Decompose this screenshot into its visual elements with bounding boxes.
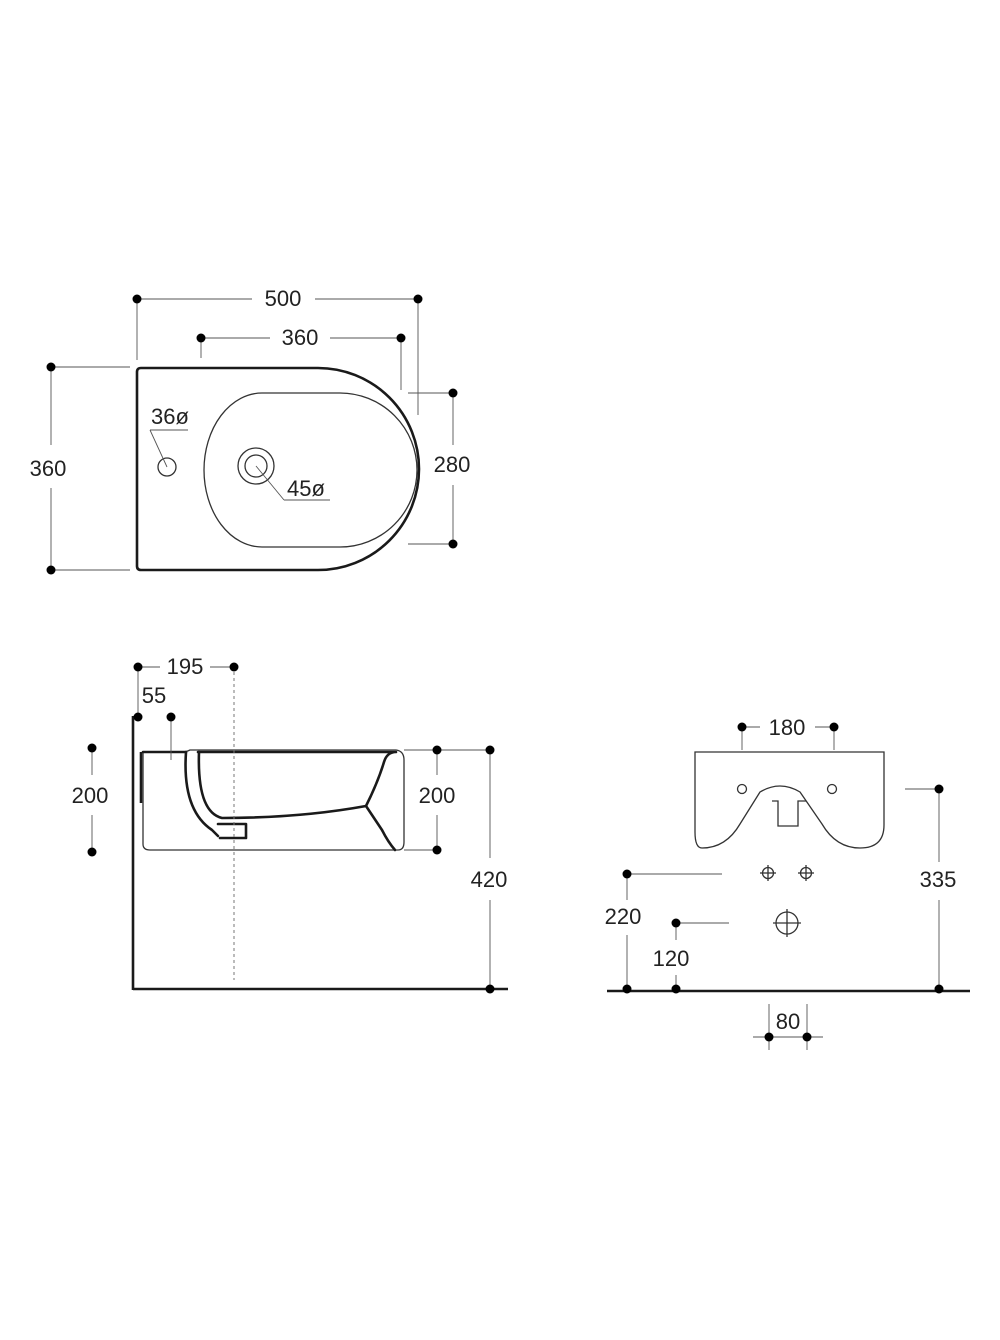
bolt-hole-right [826, 783, 838, 795]
dimension-dot [934, 784, 944, 794]
bowl-width-label: 360 [282, 325, 319, 350]
dimension-dot [396, 333, 406, 343]
bolt-spacing-label: 180 [769, 715, 806, 740]
drain-hole-outer [237, 447, 275, 485]
tap-offset-label: 55 [142, 683, 166, 708]
front-view-outline [694, 751, 885, 849]
dimension-dot [87, 847, 97, 857]
bowl-depth-label: 280 [434, 452, 471, 477]
width-label: 500 [265, 286, 302, 311]
top-view: 500 360 360 280 36ø 45ø [30, 286, 471, 575]
drain-hole-inner [244, 454, 268, 478]
drain-height-label: 120 [653, 946, 690, 971]
dimension-dot [46, 362, 56, 372]
side-view-inner-curve [197, 750, 368, 820]
dimension-dot [46, 565, 56, 575]
dimension-dot [671, 918, 681, 928]
dimension-dot [671, 984, 681, 994]
dimension-dot [432, 745, 442, 755]
dimension-dot [934, 984, 944, 994]
mount-height-label: 420 [471, 867, 508, 892]
supply-spacing-label: 80 [776, 1009, 800, 1034]
height-label: 200 [72, 783, 109, 808]
drain-hole-label: 45ø [287, 476, 325, 501]
side-view: 195 55 200 200 420 [72, 654, 508, 994]
drain-offset-label: 195 [167, 654, 204, 679]
bowl-outline [203, 392, 418, 548]
tap-hole [157, 457, 177, 477]
dimension-dot [87, 743, 97, 753]
dimension-dot [229, 662, 239, 672]
dimension-dot [413, 294, 423, 304]
side-view-body [142, 749, 405, 851]
dimension-dot [166, 712, 176, 722]
rim-height-label: 200 [419, 783, 456, 808]
dimension-dot [829, 722, 839, 732]
dimension-dot [432, 845, 442, 855]
bolt-hole-left [736, 783, 748, 795]
side-view-basin [141, 750, 398, 852]
dimension-dot [485, 984, 495, 994]
supply-right-icon [798, 865, 814, 881]
side-view-trap [184, 750, 248, 840]
drain-hole-leader-diag [255, 465, 285, 501]
top-view-outline [135, 366, 421, 572]
front-drain-outlet [772, 800, 806, 827]
dimension-dot [448, 388, 458, 398]
tap-hole-label: 36ø [151, 404, 189, 429]
tap-hole-leader-diag [149, 429, 168, 468]
front-view: 180 335 220 120 80 [605, 715, 970, 1050]
dimension-dot [485, 745, 495, 755]
supply-height-label: 220 [605, 904, 642, 929]
drain-icon [773, 909, 801, 937]
dimension-dot [802, 1032, 812, 1042]
dimension-dot [133, 662, 143, 672]
dimension-dot [448, 539, 458, 549]
dimension-dot [132, 294, 142, 304]
dimension-dot [737, 722, 747, 732]
bolt-height-label: 335 [920, 867, 957, 892]
dimension-dot [133, 712, 143, 722]
supply-left-icon [760, 865, 776, 881]
dimension-dot [622, 984, 632, 994]
dimension-dot [764, 1032, 774, 1042]
dimension-dot [196, 333, 206, 343]
dimension-dot [622, 869, 632, 879]
depth-label: 360 [30, 456, 67, 481]
